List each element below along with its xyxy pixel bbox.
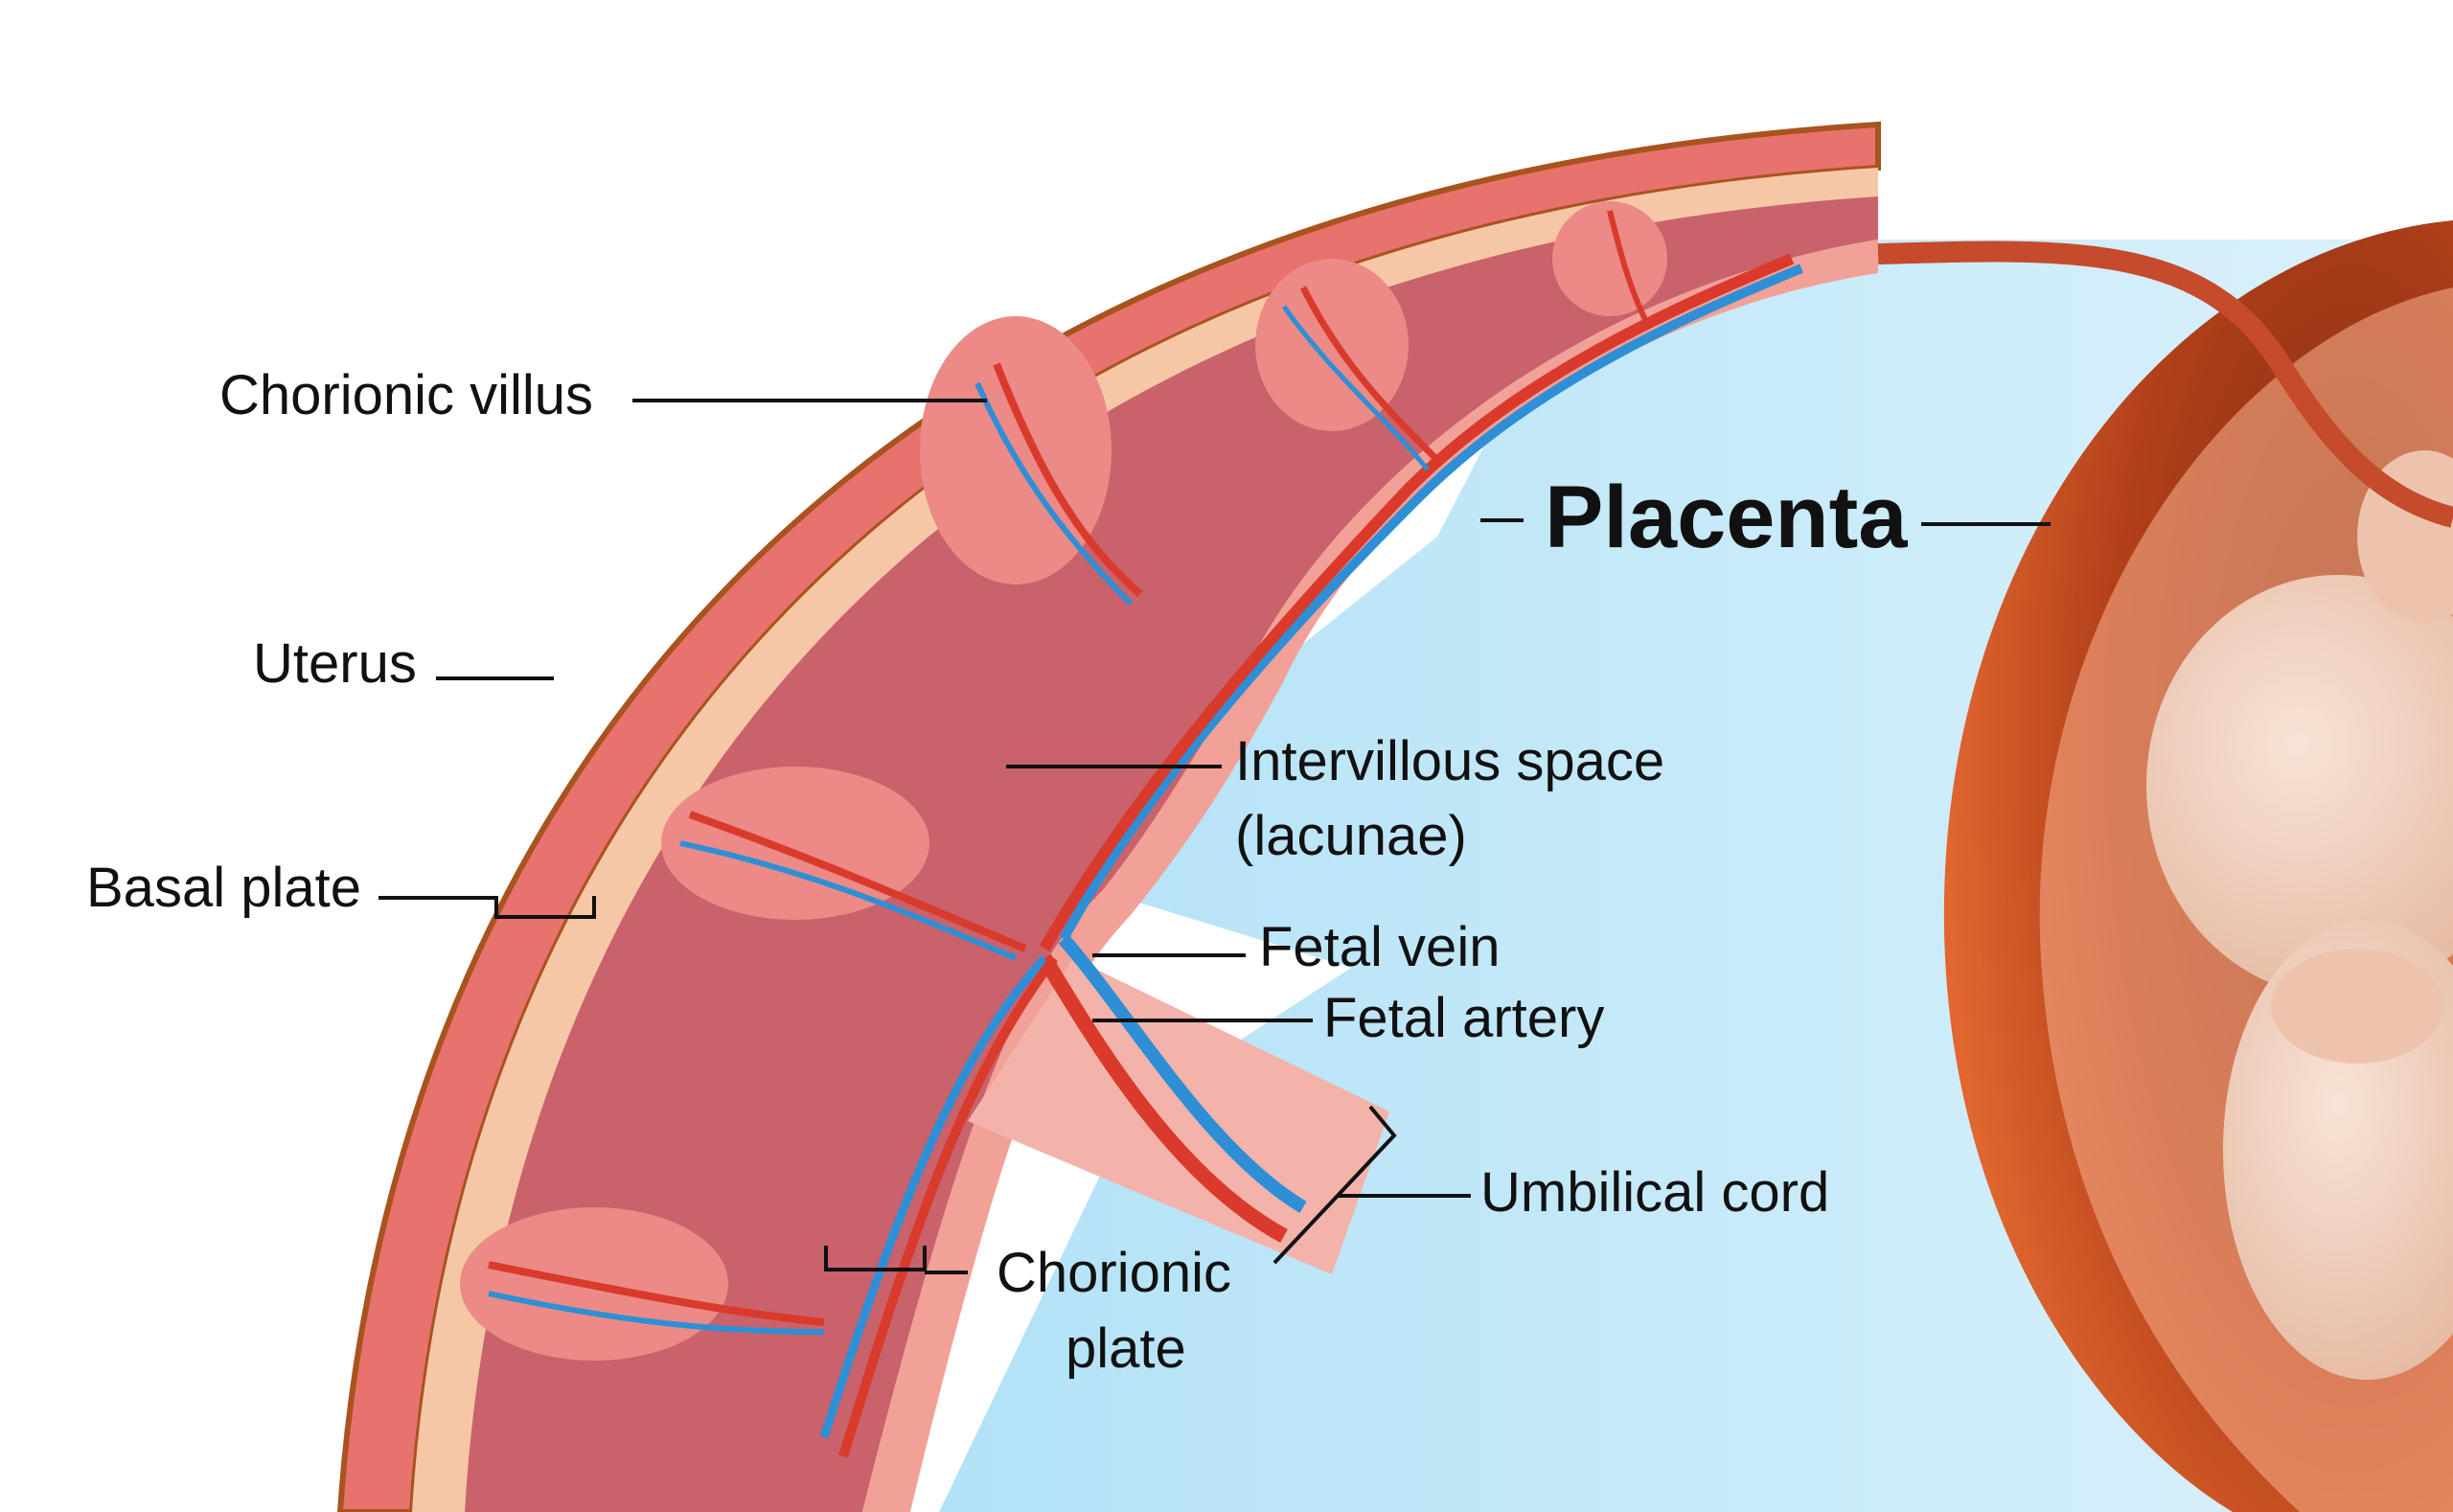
- label-chorionic-plate-line1: Chorionic: [997, 1242, 1231, 1304]
- fetal-vein-trunk-lower: [819, 954, 1048, 1439]
- label-fetal-artery: Fetal artery: [1323, 987, 1605, 1049]
- chorionic-villus-tree-5: [460, 1207, 825, 1361]
- label-chorionic-plate-line2: plate: [1066, 1317, 1186, 1380]
- chorionic-villus-tree-4: [661, 767, 1027, 961]
- fetus: [2146, 450, 2453, 1380]
- chorionic-villus-tree-2: [1255, 259, 1440, 471]
- fetal-vein-trunk: [1059, 263, 1803, 942]
- leader-lines: [378, 399, 2051, 1274]
- label-intervillous-space: Intervillous space: [1235, 730, 1665, 792]
- umbilical-cord-to-fetus: [1877, 241, 2453, 528]
- chorionic-villus-tree-1: [920, 316, 1143, 607]
- label-umbilical-cord: Umbilical cord: [1480, 1161, 1830, 1224]
- bracket-umbilical-cord: [1272, 1105, 1397, 1265]
- umbilical-artery: [1038, 953, 1288, 1244]
- umbilical-vein: [1058, 934, 1307, 1214]
- label-chorionic-villus: Chorionic villus: [219, 364, 594, 426]
- label-placenta-title: Placenta: [1545, 469, 1908, 566]
- bracket-chorionic-plate: [824, 1246, 927, 1271]
- intervillous-space: [465, 196, 1878, 1512]
- chorionic-villus-tree-3: [1552, 201, 1667, 328]
- label-fetal-vein: Fetal vein: [1259, 916, 1501, 978]
- bracket-basal-plate: [494, 896, 596, 919]
- label-basal-plate: Basal plate: [86, 857, 361, 919]
- fetal-artery-trunk-lower: [838, 955, 1059, 1458]
- label-uterus: Uterus: [253, 632, 417, 695]
- fetal-artery-trunk: [1039, 253, 1795, 951]
- label-intervillous-lacunae: (lacunae): [1235, 805, 1467, 867]
